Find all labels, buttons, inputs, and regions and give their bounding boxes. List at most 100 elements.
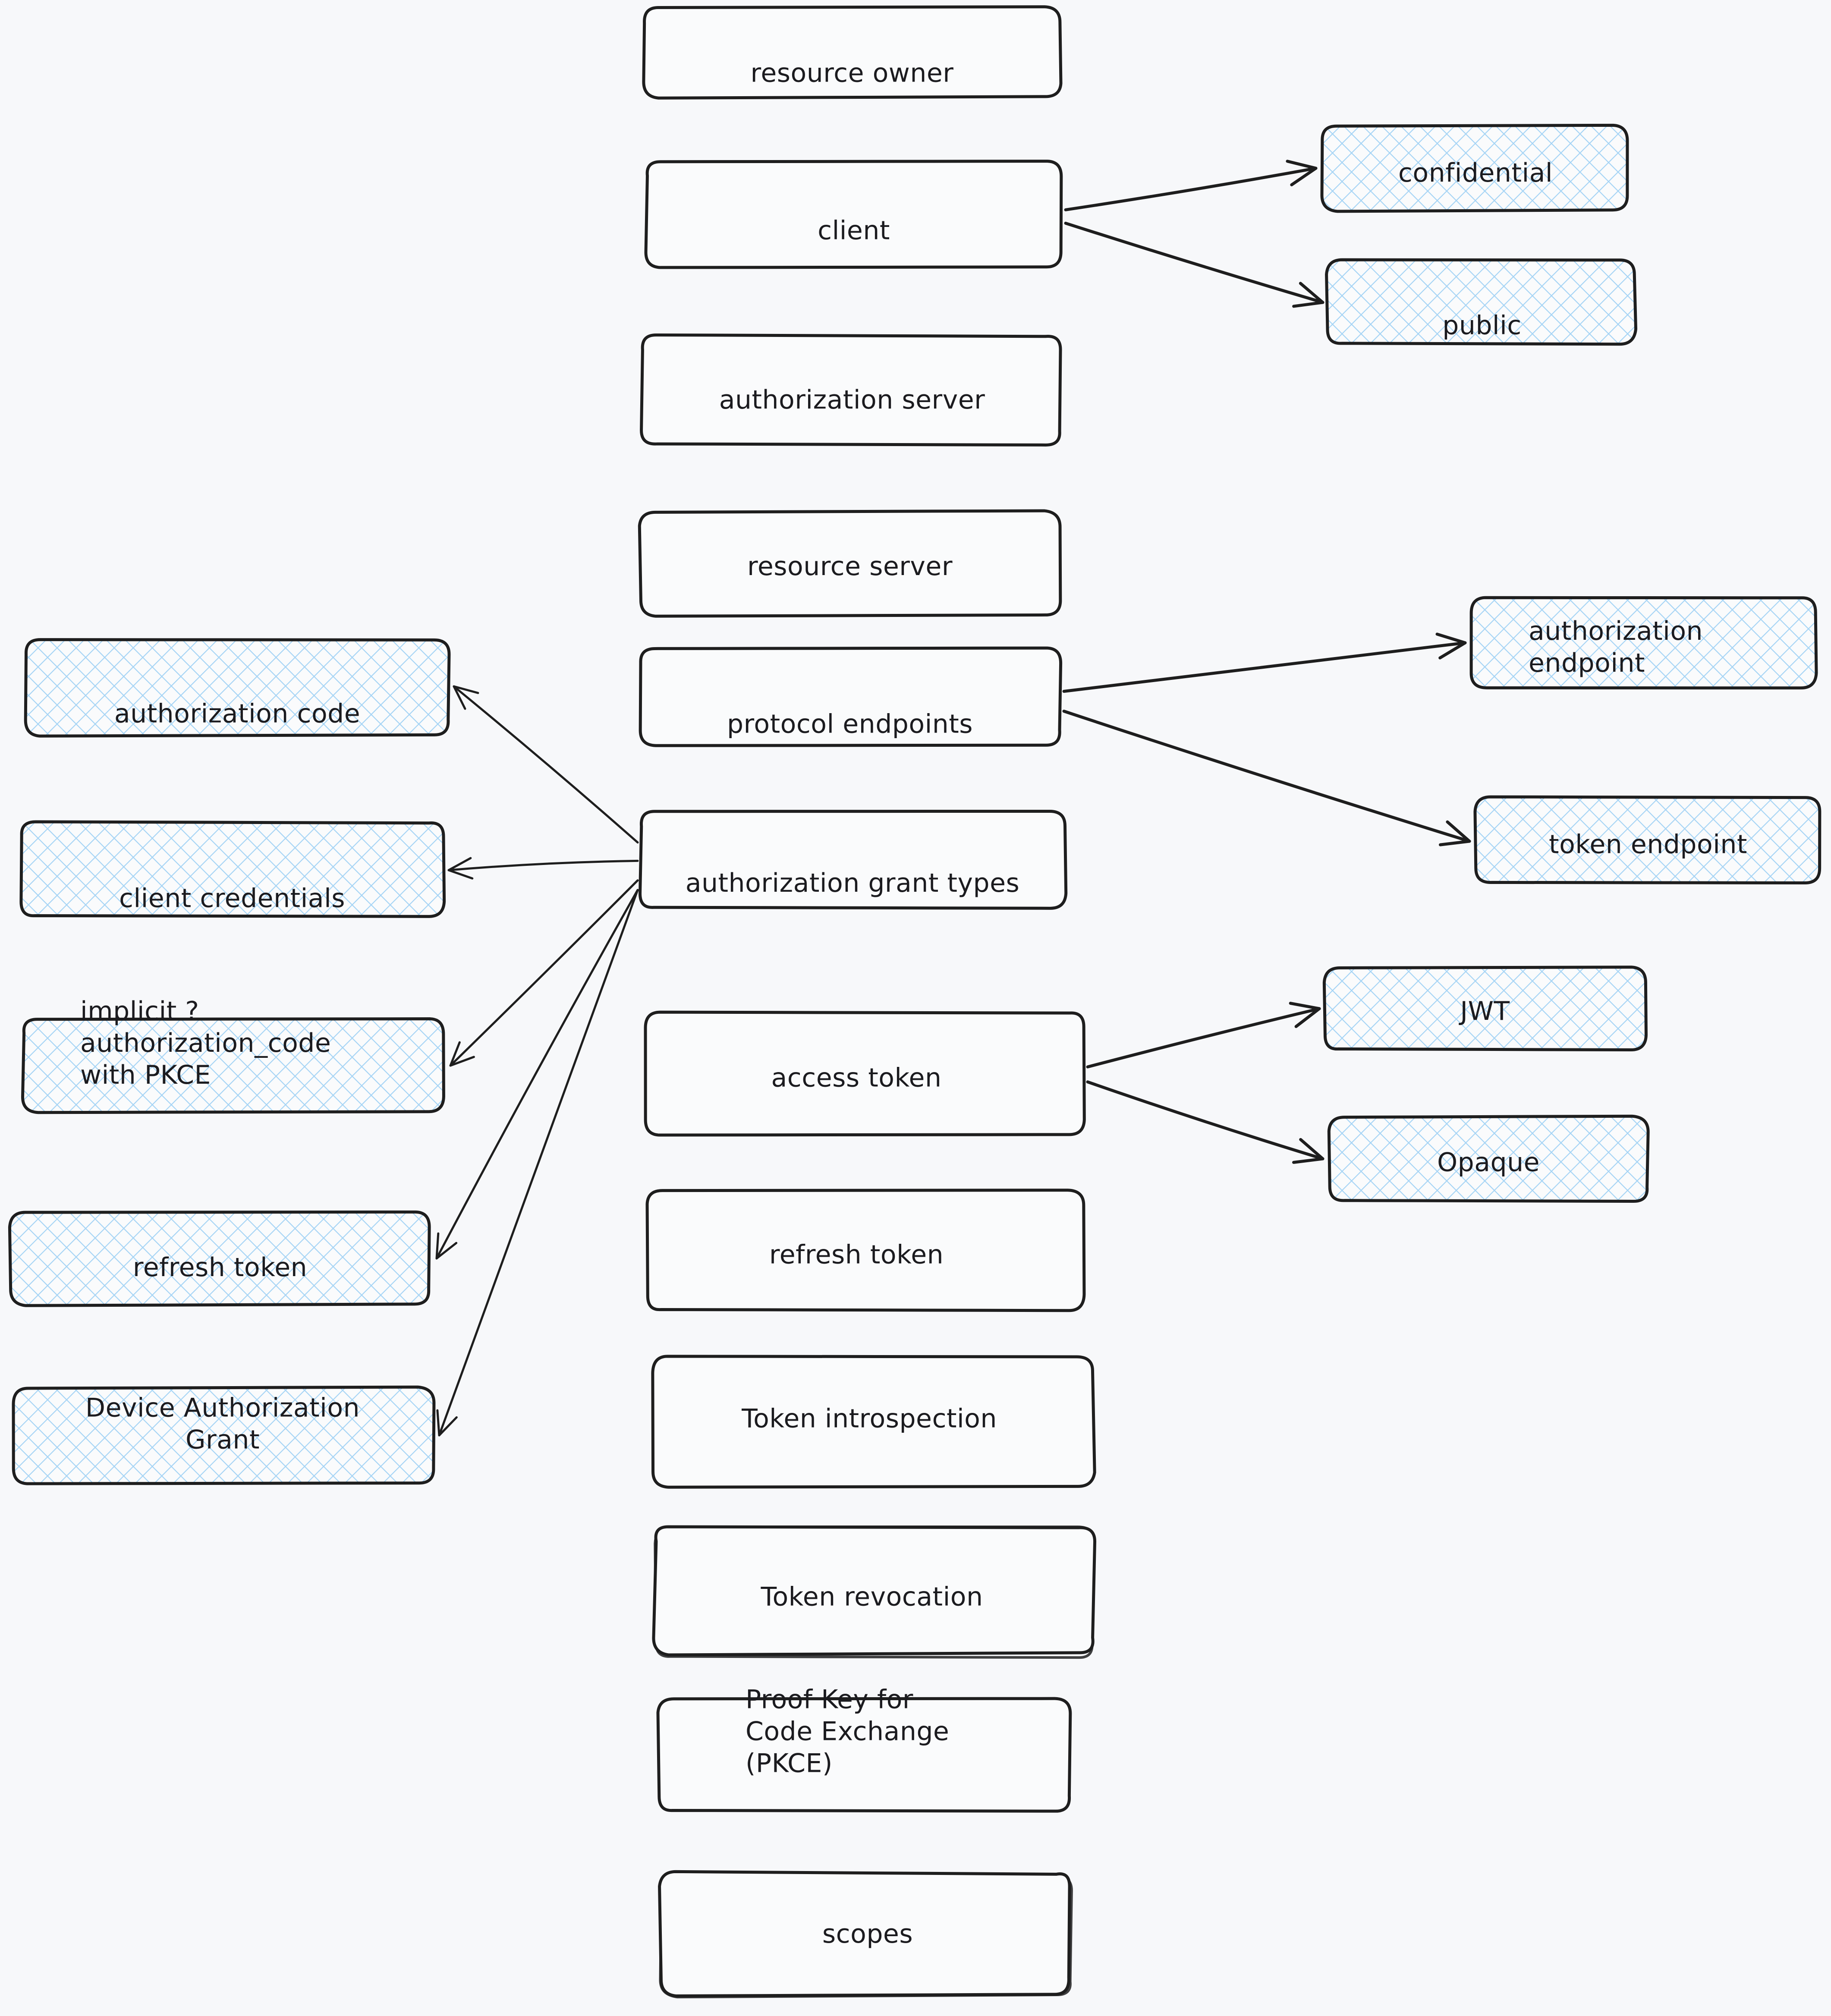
edge-line xyxy=(1064,221,1324,304)
edge-arrowhead xyxy=(1289,1002,1321,1028)
edge-arrowhead xyxy=(447,857,474,880)
edge-arrowhead xyxy=(453,685,479,710)
edge-client-to-confidential xyxy=(1064,160,1318,211)
node-authorization-server[interactable]: authorization server xyxy=(640,333,1062,447)
edge-arrowhead xyxy=(1292,1138,1324,1164)
node-label-line: authorization grant types xyxy=(686,868,1020,898)
edge-grant-types-to-authorization-code xyxy=(453,685,639,844)
node-resource-owner[interactable]: resource owner xyxy=(642,5,1063,100)
node-label-authorization-server: authorization server xyxy=(719,384,985,415)
node-opaque[interactable]: Opaque xyxy=(1327,1114,1650,1203)
node-label-line: JWT xyxy=(1458,996,1510,1026)
node-label-line: client credentials xyxy=(119,883,345,913)
node-label-token-endpoint: token endpoint xyxy=(1549,829,1747,859)
node-label-jwt: JWT xyxy=(1458,996,1510,1026)
node-confidential[interactable]: confidential xyxy=(1320,123,1629,213)
edge-grant-types-to-refresh-token xyxy=(435,889,639,1260)
node-public[interactable]: public xyxy=(1325,258,1638,346)
node-authorization-grant-types[interactable]: authorization grant types xyxy=(639,809,1068,910)
node-token-revocation[interactable]: Token revocation xyxy=(652,1525,1097,1659)
node-jwt[interactable]: JWT xyxy=(1322,966,1648,1052)
node-label-line: resource server xyxy=(747,551,953,582)
node-box xyxy=(651,1355,1096,1489)
node-label-line: Code Exchange xyxy=(746,1716,949,1746)
node-refresh-token-left[interactable]: refresh token xyxy=(8,1210,431,1307)
edge-line xyxy=(449,879,639,1067)
node-authorization-code[interactable]: authorization code xyxy=(24,638,451,738)
node-label-authorization-grant-types: authorization grant types xyxy=(686,868,1020,898)
node-label-line: implicit ? xyxy=(80,996,199,1026)
edge-line xyxy=(1062,641,1467,693)
node-label-line: public xyxy=(1442,310,1522,340)
node-label-line: Proof Key for xyxy=(746,1684,913,1714)
node-box xyxy=(652,1525,1097,1657)
node-label-token-revocation: Token revocation xyxy=(761,1582,983,1612)
edge-arrowhead xyxy=(1438,820,1471,846)
node-box xyxy=(1325,258,1638,346)
node-box xyxy=(644,1010,1086,1137)
node-label-scopes: scopes xyxy=(822,1919,913,1949)
node-box xyxy=(640,333,1062,447)
node-box xyxy=(639,809,1068,910)
edge-line xyxy=(1064,167,1318,211)
node-resource-server[interactable]: resource server xyxy=(638,509,1062,618)
node-refresh-token-center[interactable]: refresh token xyxy=(645,1189,1086,1312)
edge-protocol-endpoints-to-token-endpoint xyxy=(1062,710,1471,846)
edge-arrowhead xyxy=(436,1409,458,1437)
node-label-refresh-token-left: refresh token xyxy=(133,1252,307,1283)
node-label-line: access token xyxy=(771,1063,941,1093)
node-box xyxy=(21,1017,445,1114)
node-box xyxy=(8,1210,431,1307)
node-label-line: token endpoint xyxy=(1549,829,1747,859)
node-label-authorization-code: authorization code xyxy=(114,698,360,729)
node-label-line: scopes xyxy=(822,1919,913,1949)
node-label-line: authorization xyxy=(1529,616,1703,646)
node-label-line: Opaque xyxy=(1437,1147,1540,1177)
node-box xyxy=(1469,596,1818,690)
node-label-access-token: access token xyxy=(771,1063,941,1093)
node-token-endpoint[interactable]: token endpoint xyxy=(1473,795,1822,885)
edge-grant-types-to-device-authorization-grant xyxy=(436,889,639,1437)
node-protocol-endpoints[interactable]: protocol endpoints xyxy=(639,646,1063,747)
node-label-line: Token revocation xyxy=(761,1582,983,1612)
node-box xyxy=(656,1697,1072,1813)
edge-line xyxy=(438,889,639,1437)
edge-arrowhead xyxy=(435,1232,458,1260)
node-label-resource-owner: resource owner xyxy=(751,58,954,88)
edges-layer xyxy=(435,160,1471,1437)
node-label-token-introspection: Token introspection xyxy=(741,1403,997,1434)
edge-arrowhead xyxy=(1286,160,1318,186)
node-box xyxy=(644,160,1063,269)
node-label-line: client xyxy=(818,215,890,245)
edge-grant-types-to-client-credentials xyxy=(447,857,639,880)
node-box xyxy=(638,509,1062,618)
node-label-line: authorization server xyxy=(719,384,985,415)
edge-access-token-to-opaque xyxy=(1086,1080,1324,1164)
edge-grant-types-to-implicit-pkce xyxy=(449,879,639,1067)
edge-line xyxy=(1086,1080,1324,1161)
node-label-public: public xyxy=(1442,310,1522,340)
nodes-layer: resource owner client authorization server… xyxy=(8,5,1822,1999)
node-client-credentials[interactable]: client credentials xyxy=(19,820,446,918)
node-access-token[interactable]: access token xyxy=(644,1010,1086,1137)
node-scopes[interactable]: scopes xyxy=(658,1870,1073,1999)
node-label-line: Device Authorization xyxy=(85,1393,360,1423)
node-token-introspection[interactable]: Token introspection xyxy=(651,1355,1096,1489)
node-label-line: refresh token xyxy=(769,1239,944,1270)
node-box xyxy=(1473,795,1822,885)
node-label-line: confidential xyxy=(1398,158,1553,188)
node-label-refresh-token-center: refresh token xyxy=(769,1239,944,1270)
edge-line xyxy=(447,859,639,871)
node-label-line: endpoint xyxy=(1529,648,1645,678)
node-client[interactable]: client xyxy=(644,160,1063,269)
node-box xyxy=(12,1385,436,1485)
